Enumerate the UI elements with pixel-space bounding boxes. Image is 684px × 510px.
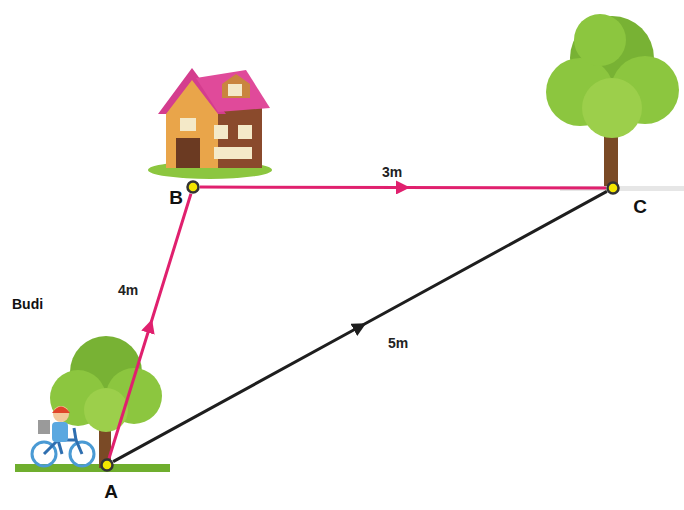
point-dot [100, 458, 114, 472]
distance-label: 5m [386, 335, 410, 351]
point-dot [188, 182, 199, 193]
point-node: B [186, 180, 200, 194]
point-dot [606, 181, 620, 195]
point-label: C [633, 196, 647, 218]
path-arrow [200, 186, 606, 190]
tree-picture [15, 336, 170, 472]
point-dot [102, 460, 113, 471]
cyclist-picture [32, 406, 94, 466]
house-picture [148, 68, 272, 179]
path-arrow [113, 191, 607, 461]
point-label: A [104, 481, 118, 503]
point-dot [186, 180, 200, 194]
tree-picture [546, 14, 684, 191]
name-label: Budi [12, 296, 43, 312]
distance-label: 4m [116, 282, 140, 298]
point-node: A [100, 458, 114, 472]
point-label: B [169, 187, 183, 209]
path-arrow [109, 194, 191, 459]
point-node: C [606, 181, 620, 195]
distance-label: 3m [380, 164, 404, 180]
point-dot [608, 183, 619, 194]
